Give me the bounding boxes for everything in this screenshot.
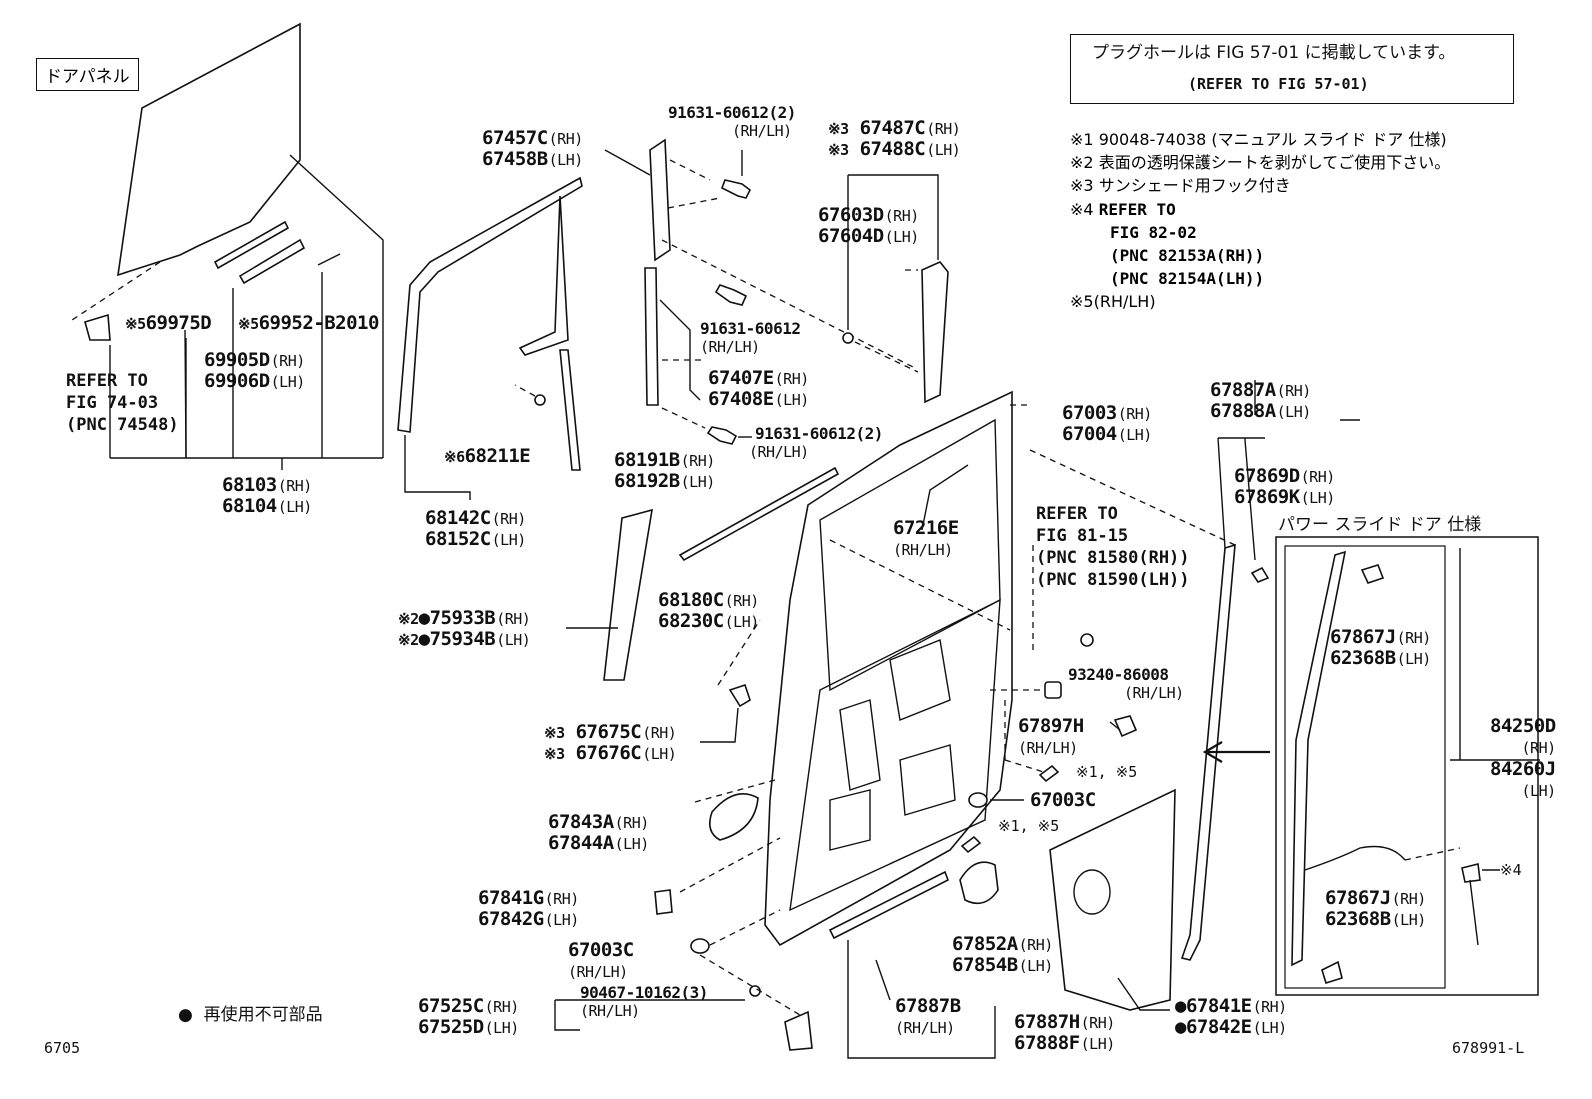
label-67003c-2: 67003C(RH/LH) [568,939,634,982]
label-68211e: ※668211E [444,445,531,467]
grommet-67003c-b [968,792,988,808]
patch-74548 [84,313,111,341]
label-67887a: 67887A(RH)67888A(LH) [1210,379,1311,423]
power-slide-box [1275,536,1539,996]
label-67867j-a: 67867J(RH)62368B(LH) [1330,626,1431,670]
bracket-67841g [654,889,673,915]
label-67841g: 67841G(RH)67842G(LH) [478,887,579,931]
screw-90467 [749,985,761,997]
label-67603d: 67603D(RH)67604D(LH) [818,204,919,248]
plug-hole-note-line2: (REFER TO FIG 57-01) [1188,75,1369,93]
label-67852a: 67852A(RH)67854B(LH) [952,933,1053,977]
seal-67852a [959,861,999,905]
note-4-marker: ※4 [1500,861,1522,879]
note-2: ※2 表面の透明保護シートを剥がしてご使用下さい。 [1070,153,1451,173]
scuff-67887b [828,870,950,940]
note-4-line3: (PNC 82153A(RH)) [1110,245,1265,265]
legend-non-reusable: ● 再使用不可部品 [178,1005,323,1025]
panel-75933b [603,508,653,681]
arrow-indicator [1202,741,1270,763]
grommet-67003c-a [690,938,710,954]
section-tag: ドアパネル [36,58,139,91]
label-90467: 90467-10162(3)(RH/LH) [580,983,708,1020]
note-5: ※5(RH/LH) [1070,292,1156,312]
note-4-line4: (PNC 82154A(LH)) [1110,269,1265,289]
legend-dot-icon: ● [178,1005,193,1025]
footnotes: ※1 90048-74038 (マニュアル スライド ドア 仕様) ※2 表面の… [1070,128,1450,314]
label-68103: 68103(RH)68104(LH) [222,474,312,518]
label-67407e: 67407E(RH)67408E(LH) [708,367,809,411]
label-67841e: ●67841E(RH)●67842E(LH) [1175,995,1287,1039]
label-67675c: ※3 67675C(RH)※3 67676C(LH) [544,721,677,765]
screw-91631-mid [714,284,748,306]
label-93240: 93240-86008(RH/LH) [1068,665,1184,702]
rail-67407e [644,267,659,406]
gasket-67843a [709,793,759,841]
label-75933b: ※2●75933B(RH)※2●75934B(LH) [398,607,531,651]
bolt-93240 [1113,715,1138,738]
power-slide-title: パワー スライド ドア 仕様 [1278,515,1482,535]
screw-91631-low [706,426,738,445]
note-1: ※1 90048-74038 (マニュアル スライド ドア 仕様) [1070,130,1447,149]
footer-fig-number: 6705 [44,1039,81,1057]
label-67003: 67003(RH)67004(LH) [1062,402,1152,446]
label-67843a: 67843A(RH)67844A(LH) [548,811,649,855]
glass-run-channel [397,176,583,433]
door-glass [117,22,301,277]
note-4: ※4 REFER TO [1070,199,1176,219]
clip-67867j-bot [1321,960,1343,985]
screw-68211e [534,394,546,406]
label-69952: ※569952-B2010 [238,312,379,334]
belt-molding-68180c [678,466,840,562]
screw-91631-top [720,179,752,199]
weatherstrip-69975d [317,253,341,266]
plug-hole-note-box [1070,34,1514,104]
clip-67867j-top [1360,564,1385,584]
footer-illustration-id: 678991-L [1452,1039,1525,1057]
note-4-line2: FIG 82-02 [1110,222,1197,242]
harness-67867j [1291,550,1347,967]
strip-68191b [559,349,581,471]
note-1-5-b: ※1, ※5 [998,817,1060,835]
weatherstrip-69905d [213,220,290,270]
label-69975d: ※569975D [125,312,212,334]
note-1-5-a: ※1, ※5 [1076,763,1138,781]
label-67887b: 67887B(RH/LH) [895,995,961,1038]
label-67525c: 67525C(RH)67525D(LH) [418,995,519,1039]
label-68191b: 68191B(RH)68192B(LH) [614,449,715,493]
label-67869d: 67869D(RH)67869K(LH) [1234,465,1335,509]
trim-67603d [921,261,949,404]
clip-67603d [842,332,854,344]
clip-67869d [1250,566,1270,583]
stopper-67897h [1044,681,1062,699]
label-91631-c: 91631-60612(2)(RH/LH) [749,424,883,461]
label-69905d: 69905D(RH)69906D(LH) [204,349,305,393]
note-3: ※3 サンシェード用フック付き [1070,176,1291,196]
label-67487c: ※3 67487C(RH)※3 67488C(LH) [828,117,961,161]
label-67457c: 67457C(RH)67458B(LH) [482,127,583,171]
clip-67675c [728,683,751,708]
label-68142c: 68142C(RH)68152C(LH) [425,507,526,551]
pillar-67457c [649,138,671,262]
label-91631-b: 91631-60612(RH/LH) [700,319,801,356]
cover-67525c [784,1010,813,1051]
label-84250d: 84250D(RH)84260J(LH) [1490,715,1556,800]
label-67003c: 67003C [1030,789,1096,811]
label-67897h: 67897H(RH/LH) [1018,715,1084,758]
label-68180c: 68180C(RH)68230C(LH) [658,589,759,633]
label-91631-a: 91631-60612(2)(RH/LH) [668,103,796,140]
trim-67841e [1049,788,1176,1011]
weatherstrip-69952 [238,238,306,285]
label-67867j-b: 67867J(RH)62368B(LH) [1325,887,1426,931]
door-inner-panel [764,390,1013,947]
plug-hole-note-line1: プラグホールは FIG 57-01 に掲載しています。 [1092,43,1456,63]
connector-84250d [1461,863,1481,883]
label-67887h: 67887H(RH)67888F(LH) [1014,1011,1115,1055]
label-67216e: 67216E(RH/LH) [893,517,959,560]
